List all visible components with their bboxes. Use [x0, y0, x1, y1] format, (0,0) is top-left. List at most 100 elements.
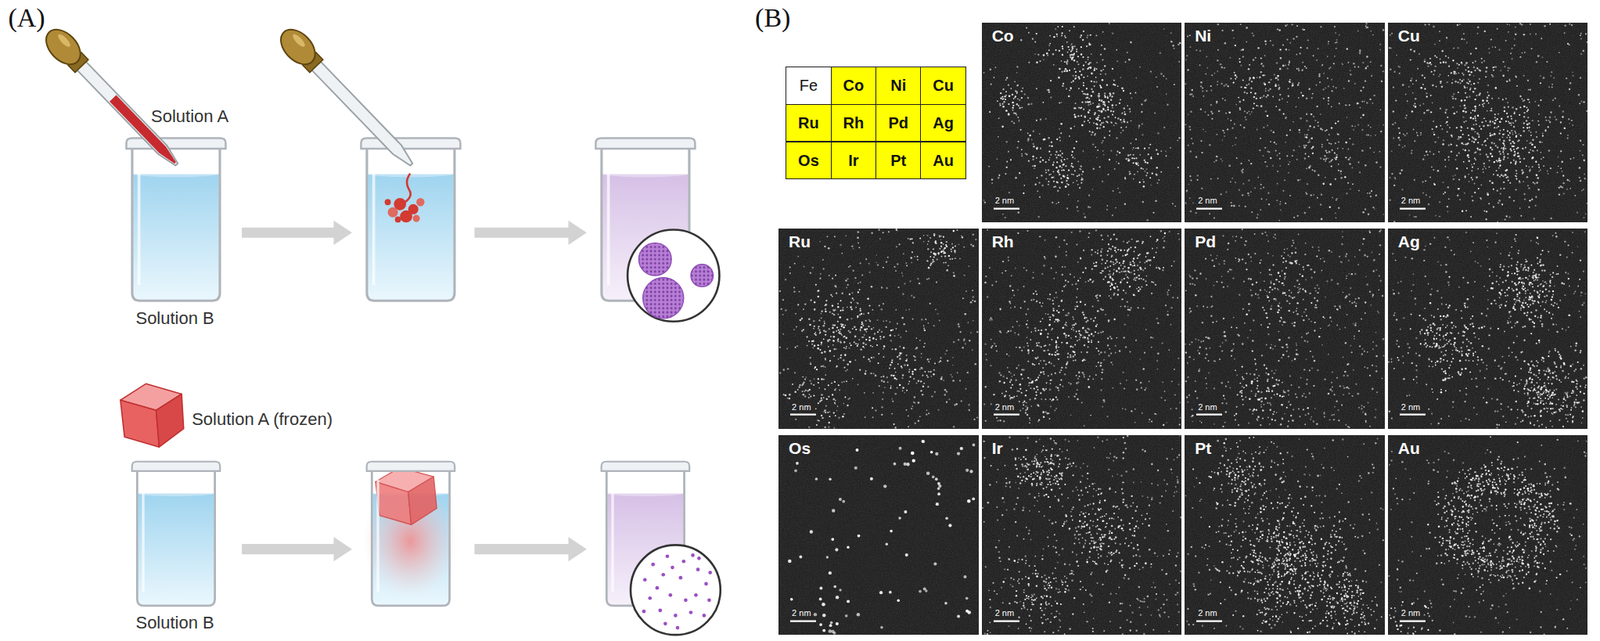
- label-holder: Solution B: [135, 308, 214, 328]
- signal-dot: [1011, 100, 1014, 103]
- signal-dot: [1118, 191, 1121, 194]
- signal-dot: [1185, 59, 1187, 62]
- signal-dot: [1295, 105, 1298, 108]
- signal-dot: [1477, 187, 1480, 190]
- signal-dot: [1289, 194, 1291, 197]
- signal-dot: [1272, 130, 1275, 133]
- signal-dot: [1088, 194, 1090, 196]
- signal-dot: [1275, 83, 1277, 86]
- signal-dot: [1541, 132, 1543, 134]
- signal-dot: [1240, 49, 1243, 51]
- signal-dot: [1420, 133, 1422, 136]
- signal-dot: [1001, 125, 1004, 128]
- signal-dot: [1225, 111, 1227, 114]
- signal-dot: [1068, 29, 1071, 32]
- signal-dot: [1276, 154, 1279, 156]
- signal-dot: [1080, 179, 1083, 181]
- signal-dot: [1471, 109, 1474, 112]
- signal-dot: [1438, 201, 1441, 203]
- signal-dot: [1488, 47, 1490, 50]
- signal-dot: [1455, 143, 1458, 147]
- signal-dot: [1551, 82, 1554, 85]
- signal-dot: [1054, 49, 1057, 51]
- signal-dot: [1319, 81, 1321, 83]
- signal-dot: [1474, 130, 1476, 133]
- signal-dot: [1367, 124, 1370, 126]
- signal-dot: [1054, 185, 1057, 187]
- signal-dot: [1102, 103, 1104, 105]
- signal-dot: [1066, 62, 1068, 65]
- signal-dot: [1333, 25, 1336, 28]
- signal-dot: [1080, 114, 1083, 116]
- signal-dot: [1287, 87, 1290, 90]
- signal-dot: [1082, 82, 1085, 84]
- signal-dot: [1275, 143, 1277, 145]
- signal-dot: [1475, 94, 1478, 97]
- signal-dot: [1090, 87, 1093, 90]
- signal-dot: [1139, 65, 1141, 68]
- signal-dot: [1082, 107, 1085, 110]
- signal-dot: [1005, 109, 1007, 112]
- signal-dot: [1139, 166, 1142, 169]
- signal-dot: [1287, 38, 1289, 40]
- signal-dot: [1437, 136, 1439, 139]
- signal-dot: [1241, 194, 1244, 196]
- signal-dot: [1265, 87, 1267, 90]
- signal-dot: [1143, 180, 1145, 183]
- signal-dot: [1120, 121, 1122, 123]
- signal-dot: [1480, 57, 1482, 60]
- signal-dot: [1397, 64, 1399, 67]
- red-plume: [384, 173, 425, 223]
- signal-dot: [1547, 119, 1550, 122]
- signal-dot: [1276, 199, 1278, 202]
- signal-dot: [1232, 144, 1234, 147]
- signal-dot: [1482, 162, 1485, 165]
- signal-dot: [1018, 98, 1021, 101]
- signal-dot: [1502, 74, 1505, 77]
- signal-dot: [1305, 191, 1307, 194]
- signal-dot: [1582, 188, 1585, 191]
- signal-dot: [1094, 76, 1097, 79]
- signal-dot: [1039, 156, 1042, 159]
- signal-dot: [1535, 173, 1538, 177]
- signal-dot: [1297, 97, 1300, 99]
- signal-dot: [1050, 176, 1053, 178]
- signal-dot: [1477, 141, 1479, 144]
- signal-dot: [1066, 174, 1068, 177]
- signal-dot: [1141, 200, 1144, 203]
- signal-dot: [982, 71, 985, 74]
- signal-dot: [1486, 193, 1489, 196]
- signal-dot: [1427, 108, 1430, 112]
- signal-dot: [1335, 86, 1338, 89]
- signal-dot: [1048, 49, 1050, 51]
- signal-dot: [1096, 118, 1098, 120]
- signal-dot: [1107, 100, 1110, 103]
- signal-dot: [1075, 77, 1077, 80]
- signal-dot: [1560, 186, 1563, 188]
- signal-dot: [1015, 71, 1018, 74]
- signal-dot: [1016, 65, 1018, 68]
- signal-dot: [1481, 99, 1484, 101]
- signal-dot: [1552, 99, 1554, 101]
- signal-dot: [1051, 201, 1054, 203]
- signal-dot: [1520, 23, 1523, 26]
- signal-dot: [1276, 105, 1278, 108]
- signal-dot: [1247, 82, 1250, 85]
- signal-dot: [1060, 176, 1062, 179]
- signal-dot: [1274, 84, 1277, 87]
- signal-dot: [1528, 122, 1530, 124]
- signal-dot: [1006, 83, 1009, 86]
- signal-dot: [1107, 173, 1109, 176]
- signal-dot: [1493, 126, 1496, 129]
- signal-dot: [1473, 162, 1475, 165]
- signal-dot: [1483, 102, 1485, 105]
- signal-dot: [1328, 142, 1331, 144]
- signal-dot: [1099, 123, 1101, 126]
- signal-dot: [1055, 180, 1058, 183]
- signal-dot: [997, 136, 1000, 138]
- signal-dot: [1448, 197, 1450, 200]
- signal-dot: [1513, 148, 1515, 151]
- signal-dot: [1338, 33, 1341, 36]
- signal-dot: [1556, 171, 1558, 173]
- signal-dot: [1351, 183, 1354, 185]
